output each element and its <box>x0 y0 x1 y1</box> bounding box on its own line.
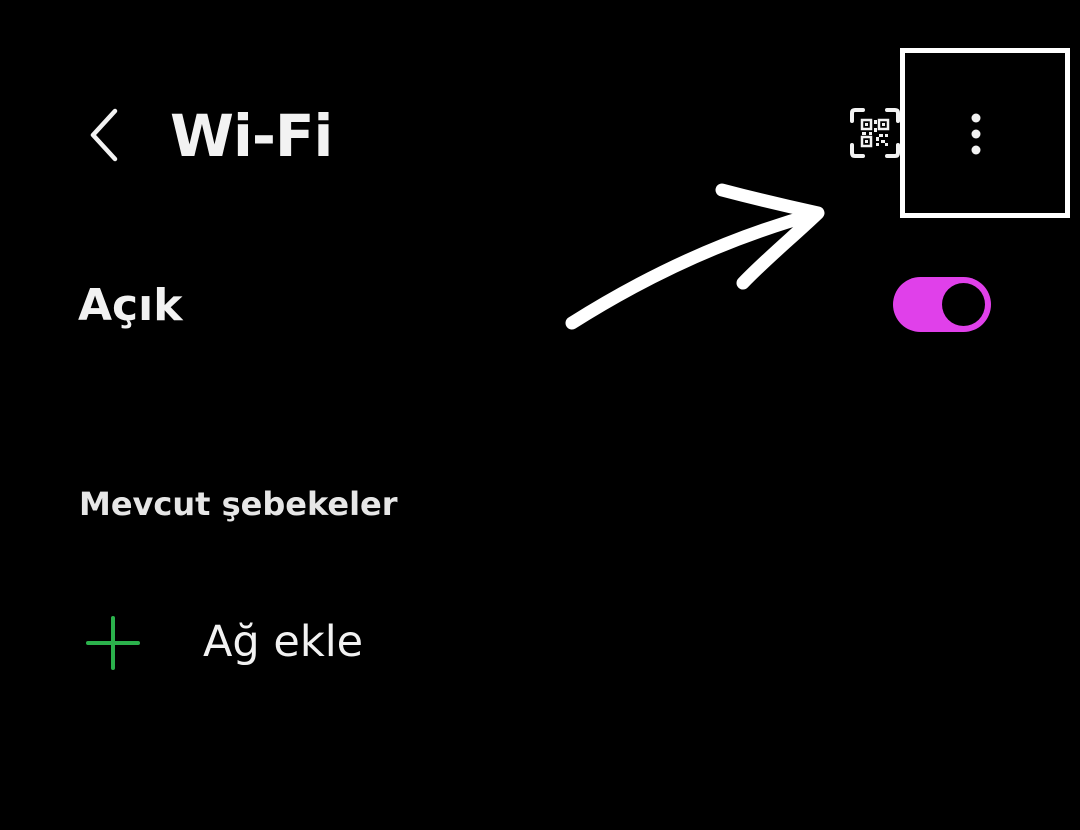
add-network-label: Ağ ekle <box>203 617 364 667</box>
chevron-left-icon <box>90 108 118 162</box>
available-networks-header: Mevcut şebekeler <box>79 485 398 523</box>
toggle-knob <box>942 283 985 326</box>
qr-code-scan-icon <box>850 108 900 158</box>
back-button[interactable] <box>70 95 140 175</box>
add-network-item[interactable]: Ağ ekle <box>70 600 490 686</box>
plus-icon <box>86 616 140 670</box>
qr-scan-button[interactable] <box>842 100 908 166</box>
wifi-toggle-switch[interactable] <box>893 277 991 332</box>
wifi-state-label: Açık <box>78 280 183 331</box>
arrow-icon <box>565 183 825 330</box>
more-options-button[interactable] <box>940 98 1012 170</box>
more-vertical-icon <box>971 113 981 155</box>
page-title: Wi-Fi <box>170 102 333 170</box>
